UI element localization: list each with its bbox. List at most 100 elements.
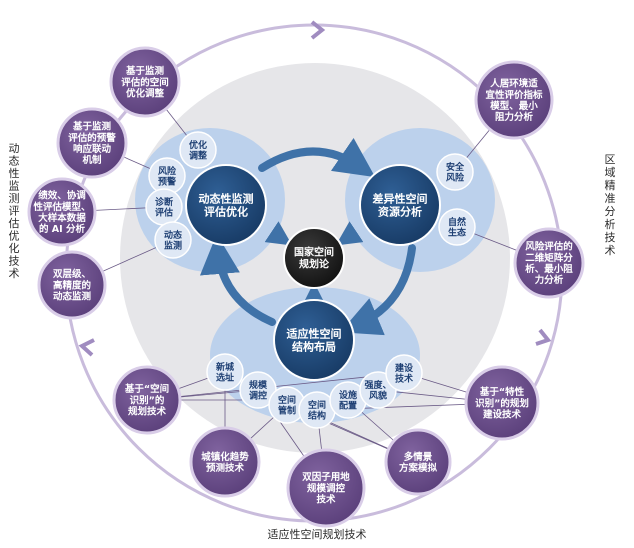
bottom-small-circle: [359, 371, 397, 409]
outer-tech-circle: [56, 107, 128, 179]
outer-tech-label-line: 评估的空间: [121, 76, 169, 88]
outer-tech-nodes: 基于监测评估的空间优化调整基于监测评估的预警响应联动机制绩效、协调性评估模型、大…: [27, 46, 585, 528]
outer-tech-label-line: 多情景: [404, 451, 433, 463]
outer-tech-label-line: 基于监测: [125, 65, 165, 77]
arrow-left-to-core: [264, 221, 293, 246]
side-label-left-char: 术: [9, 267, 20, 280]
side-label-right-char: 技: [605, 231, 616, 244]
left-small-label-line: 优化: [189, 139, 207, 151]
bottom-small-label-line: 风貌: [369, 390, 387, 402]
right-small-label-line: 安全: [446, 161, 465, 173]
side-label-left-char: 优: [9, 230, 20, 243]
outer-tech-label-line: 机制: [82, 154, 102, 166]
ring-chevron-right-icon: [535, 328, 552, 346]
side-label-left-char: 动: [9, 142, 20, 155]
side-label-right-char: 域: [605, 166, 616, 179]
outer-tech-circle: [513, 227, 585, 299]
outer-tech-label-line: 技术: [316, 494, 336, 506]
core-label-line: 规划论: [299, 258, 330, 271]
outer-tech-label-line: 动态监测: [53, 291, 92, 303]
core-label-line: 国家空间: [294, 246, 334, 259]
side-label-left-char: 估: [9, 217, 20, 230]
side-label-left-char: 化: [9, 241, 20, 255]
outer-tech-label-line: 识别”的规划: [475, 397, 529, 409]
side-label-left-char: 测: [9, 192, 20, 205]
bottom-small-label-line: 空间: [278, 394, 296, 406]
outer-tech-label-line: 绩效、协调: [38, 190, 86, 202]
outer-tech-label-line: 析、最小阻: [525, 263, 573, 275]
outer-tech-label-line: 基于“空间: [124, 383, 169, 395]
side-label-right-char: 术: [605, 244, 616, 257]
outer-tech-label-line: 宜性评价指标: [485, 89, 543, 101]
main-node-circle: [185, 164, 267, 246]
ring-chevron-left-icon: [78, 338, 95, 357]
outer-tech-label-line: 人居环境适: [490, 78, 538, 90]
outer-tech-label-line: 性评估模型、: [33, 201, 90, 213]
outer-tech-label-line: 高精度的: [53, 279, 92, 291]
outer-tech-label-line: 评估的预警: [68, 132, 116, 144]
outer-tech-label-line: 力分析: [535, 274, 564, 286]
outer-tech-label-line: 规模调控: [307, 482, 346, 494]
main-node-label-line: 差异性空间: [373, 191, 428, 205]
bottom-small-label-line: 管制: [278, 405, 296, 417]
right-small-circle: [438, 208, 476, 246]
cycle-arrows: [199, 137, 416, 336]
bottom-small-label-line: 选址: [216, 372, 234, 384]
outer-tech-label-line: 大样本数据: [38, 212, 86, 224]
side-label-right-char: 区: [605, 153, 616, 166]
outer-tech-label-line: 方案模拟: [399, 462, 438, 474]
right-small-label-line: 风险: [446, 172, 465, 184]
side-label-left-char: 态: [9, 155, 20, 168]
left-small-label-line: 风险: [158, 165, 177, 177]
main-node-label-line: 评估优化: [204, 204, 248, 218]
outer-tech-circle: [384, 428, 452, 496]
main-node-label-line: 动态性监测: [199, 191, 254, 205]
main-node-label-line: 适应性空间: [287, 326, 342, 340]
arrow-adaptive-to-dynamic: [199, 234, 276, 326]
bottom-small-node: 强度、风貌: [359, 371, 397, 409]
outer-tech-label-line: 阻力分析: [495, 111, 534, 123]
bottom-small-label-line: 强度、: [364, 379, 391, 391]
right-small-circle: [436, 153, 474, 191]
side-label-left-char: 性: [9, 166, 20, 180]
bottom-small-circle: [206, 353, 244, 391]
outer-tech-circle: [474, 60, 554, 140]
side-label-right-char: 分: [605, 205, 616, 218]
ring-chevron-top-icon: [310, 20, 326, 40]
core-circle: [283, 227, 345, 289]
bottom-small-label-line: 结构: [308, 410, 326, 422]
bottom-small-label-line: 调控: [249, 390, 267, 402]
outer-tech-label-line: 模型、最小: [490, 100, 538, 112]
bottom-small-node: 规模调控: [239, 371, 277, 409]
side-label-bottom: 适应性空间规划技术: [268, 527, 367, 541]
bottom-small-label-line: 建设: [395, 362, 414, 374]
bottom-small-node: 建设技术: [385, 354, 423, 392]
outer-tech-label-line: 的 AI 分析: [39, 223, 86, 235]
arrow-right-to-core: [335, 221, 364, 246]
side-label-right-char: 准: [605, 192, 616, 205]
left-small-circle: [179, 131, 217, 169]
outer-labels: 动态性监测评估优化技术动态性监测评估优化技术区域精准分析技术区域精准分析技术适应…: [9, 142, 616, 541]
main-node-circle: [273, 299, 355, 381]
bottom-small-label-line: 技术: [395, 373, 413, 385]
bottom-small-label-line: 空间: [308, 399, 326, 411]
left-small-label-line: 诊断: [155, 196, 173, 208]
bottom-small-label-line: 新城: [216, 361, 234, 373]
outer-tech-circle: [189, 426, 261, 498]
outer-tech-circle: [464, 365, 540, 441]
right-small-label-line: 生态: [448, 227, 466, 239]
bottom-small-label-line: 规模: [249, 379, 268, 391]
small-nodes: 优化调整风险预警诊断评估动态监测安全风险自然生态新城选址规模调控空间管制空间结构…: [145, 131, 476, 429]
outer-tech-label-line: 预测技术: [206, 462, 245, 474]
left-small-node: 动态监测: [154, 221, 192, 259]
